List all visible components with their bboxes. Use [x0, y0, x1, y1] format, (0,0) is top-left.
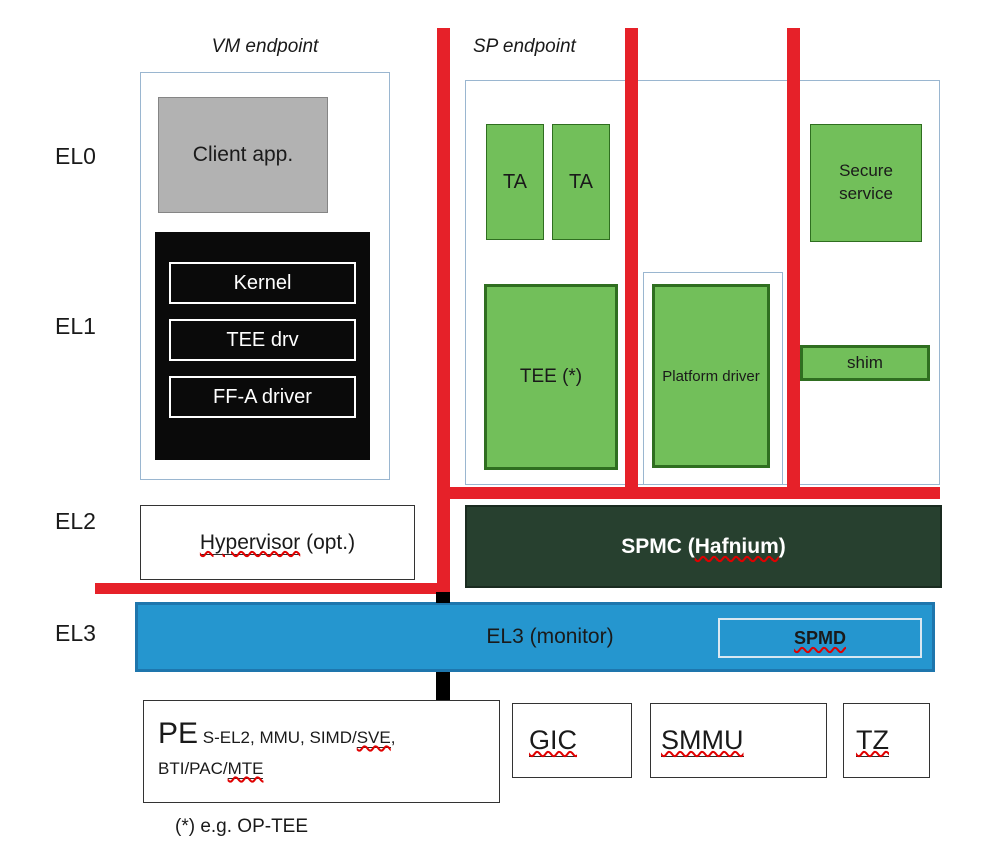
kernel-box: Kernel: [169, 262, 356, 304]
sp-endpoint-title: SP endpoint: [473, 36, 576, 57]
el1-label: EL1: [55, 313, 96, 339]
platform-driver-box: Platform driver: [652, 284, 770, 468]
tz-box: TZ: [843, 703, 930, 778]
kernel-stack-box: Kernel TEE drv FF-A driver: [155, 232, 370, 460]
connector-square-lower: [436, 672, 450, 700]
gic-box: GIC: [512, 703, 632, 778]
connector-square-upper: [436, 592, 450, 603]
footnote: (*) e.g. OP-TEE: [175, 816, 309, 837]
isolation-line-vertical-left: [437, 28, 450, 594]
isolation-line-horizontal-right: [443, 487, 940, 499]
el3-label: EL3: [55, 620, 96, 646]
ffa-driver-box: FF-A driver: [169, 376, 356, 418]
spmd-label: SPMD: [793, 627, 846, 648]
el2-label: EL2: [55, 508, 96, 534]
trusted-app-box-2: TA: [552, 124, 610, 240]
vm-endpoint-title: VM endpoint: [211, 36, 319, 57]
hypervisor-box: Hypervisor (opt.): [140, 505, 415, 580]
shim-box: shim: [800, 345, 930, 381]
smmu-label: SMMU: [661, 724, 744, 757]
tz-label: TZ: [856, 724, 889, 757]
pe-box: PE S-EL2, MMU, SIMD/SVE,BTI/PAC/MTE: [143, 700, 500, 803]
pe-detail: S-EL2, MMU, SIMD/SVE,BTI/PAC/MTE: [158, 728, 396, 779]
gic-label: GIC: [529, 724, 578, 757]
trusted-app-box-1: TA: [486, 124, 544, 240]
client-app-box: Client app.: [158, 97, 328, 213]
pe-label: PE: [158, 717, 199, 750]
el0-label: EL0: [55, 143, 96, 169]
isolation-line-horizontal-left: [95, 583, 444, 594]
hypervisor-label: Hypervisor (opt.): [199, 530, 356, 555]
spmd-box: SPMD: [718, 618, 922, 658]
smmu-box: SMMU: [650, 703, 827, 778]
isolation-line-vertical-middle: [625, 28, 638, 499]
spmc-label: SPMC (Hafnium): [621, 534, 786, 558]
spmc-hafnium-box: SPMC (Hafnium): [465, 505, 942, 588]
isolation-line-vertical-right: [787, 28, 800, 499]
el3-monitor-label: EL3 (monitor): [486, 625, 614, 648]
el3-monitor-box: EL3 (monitor) SPMD: [135, 602, 935, 672]
tee-drv-box: TEE drv: [169, 319, 356, 361]
tee-box: TEE (*): [484, 284, 618, 470]
secure-service-box: Secure service: [810, 124, 922, 242]
